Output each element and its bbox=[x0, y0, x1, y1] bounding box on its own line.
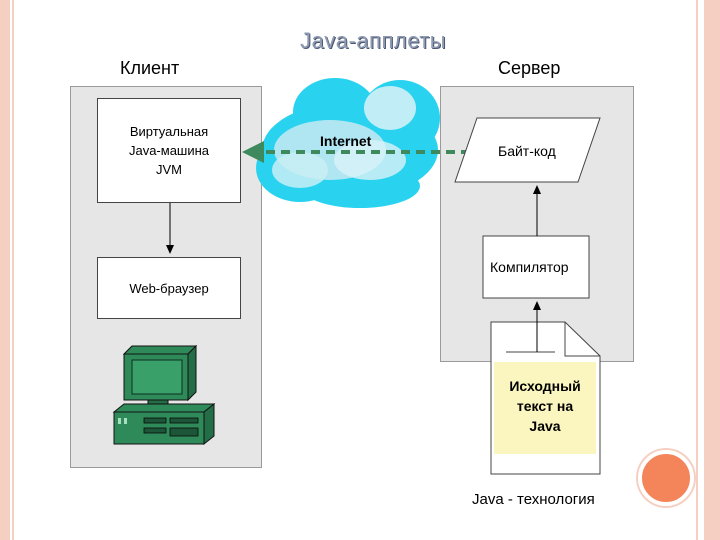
frame-left-band bbox=[0, 0, 10, 540]
corner-circle-ornament bbox=[638, 450, 694, 506]
browser-label: Web-браузер bbox=[129, 280, 209, 296]
frame-left-line bbox=[12, 0, 14, 540]
source-line-1: Исходный bbox=[509, 378, 581, 394]
source-text: Исходный текст на Java bbox=[494, 376, 596, 436]
server-heading: Сервер bbox=[498, 58, 561, 78]
bytecode-shape bbox=[454, 117, 601, 183]
source-document-icon bbox=[490, 321, 601, 475]
frame-right-line bbox=[696, 0, 698, 540]
jvm-line-2: Java-машина bbox=[128, 143, 210, 158]
desktop-computer-icon bbox=[112, 344, 216, 446]
internet-label: Internet bbox=[320, 133, 372, 149]
slide-title: Java-апплеты bbox=[300, 28, 447, 53]
footer-caption: Java - технология bbox=[472, 491, 595, 508]
compiler-shape bbox=[482, 235, 590, 299]
bytecode-label: Байт-код bbox=[498, 143, 556, 159]
jvm-line-3: JVM bbox=[156, 162, 182, 177]
jvm-box: Виртуальная Java-машина JVM bbox=[97, 98, 241, 203]
frame-right-band bbox=[704, 0, 720, 540]
jvm-line-1: Виртуальная bbox=[129, 124, 209, 139]
compiler-label: Компилятор bbox=[490, 259, 569, 275]
source-line-2: текст на bbox=[516, 398, 574, 414]
client-heading: Клиент bbox=[120, 58, 180, 78]
internet-arrow bbox=[242, 141, 470, 163]
source-line-3: Java bbox=[529, 418, 561, 434]
browser-box: Web-браузер bbox=[97, 257, 241, 319]
